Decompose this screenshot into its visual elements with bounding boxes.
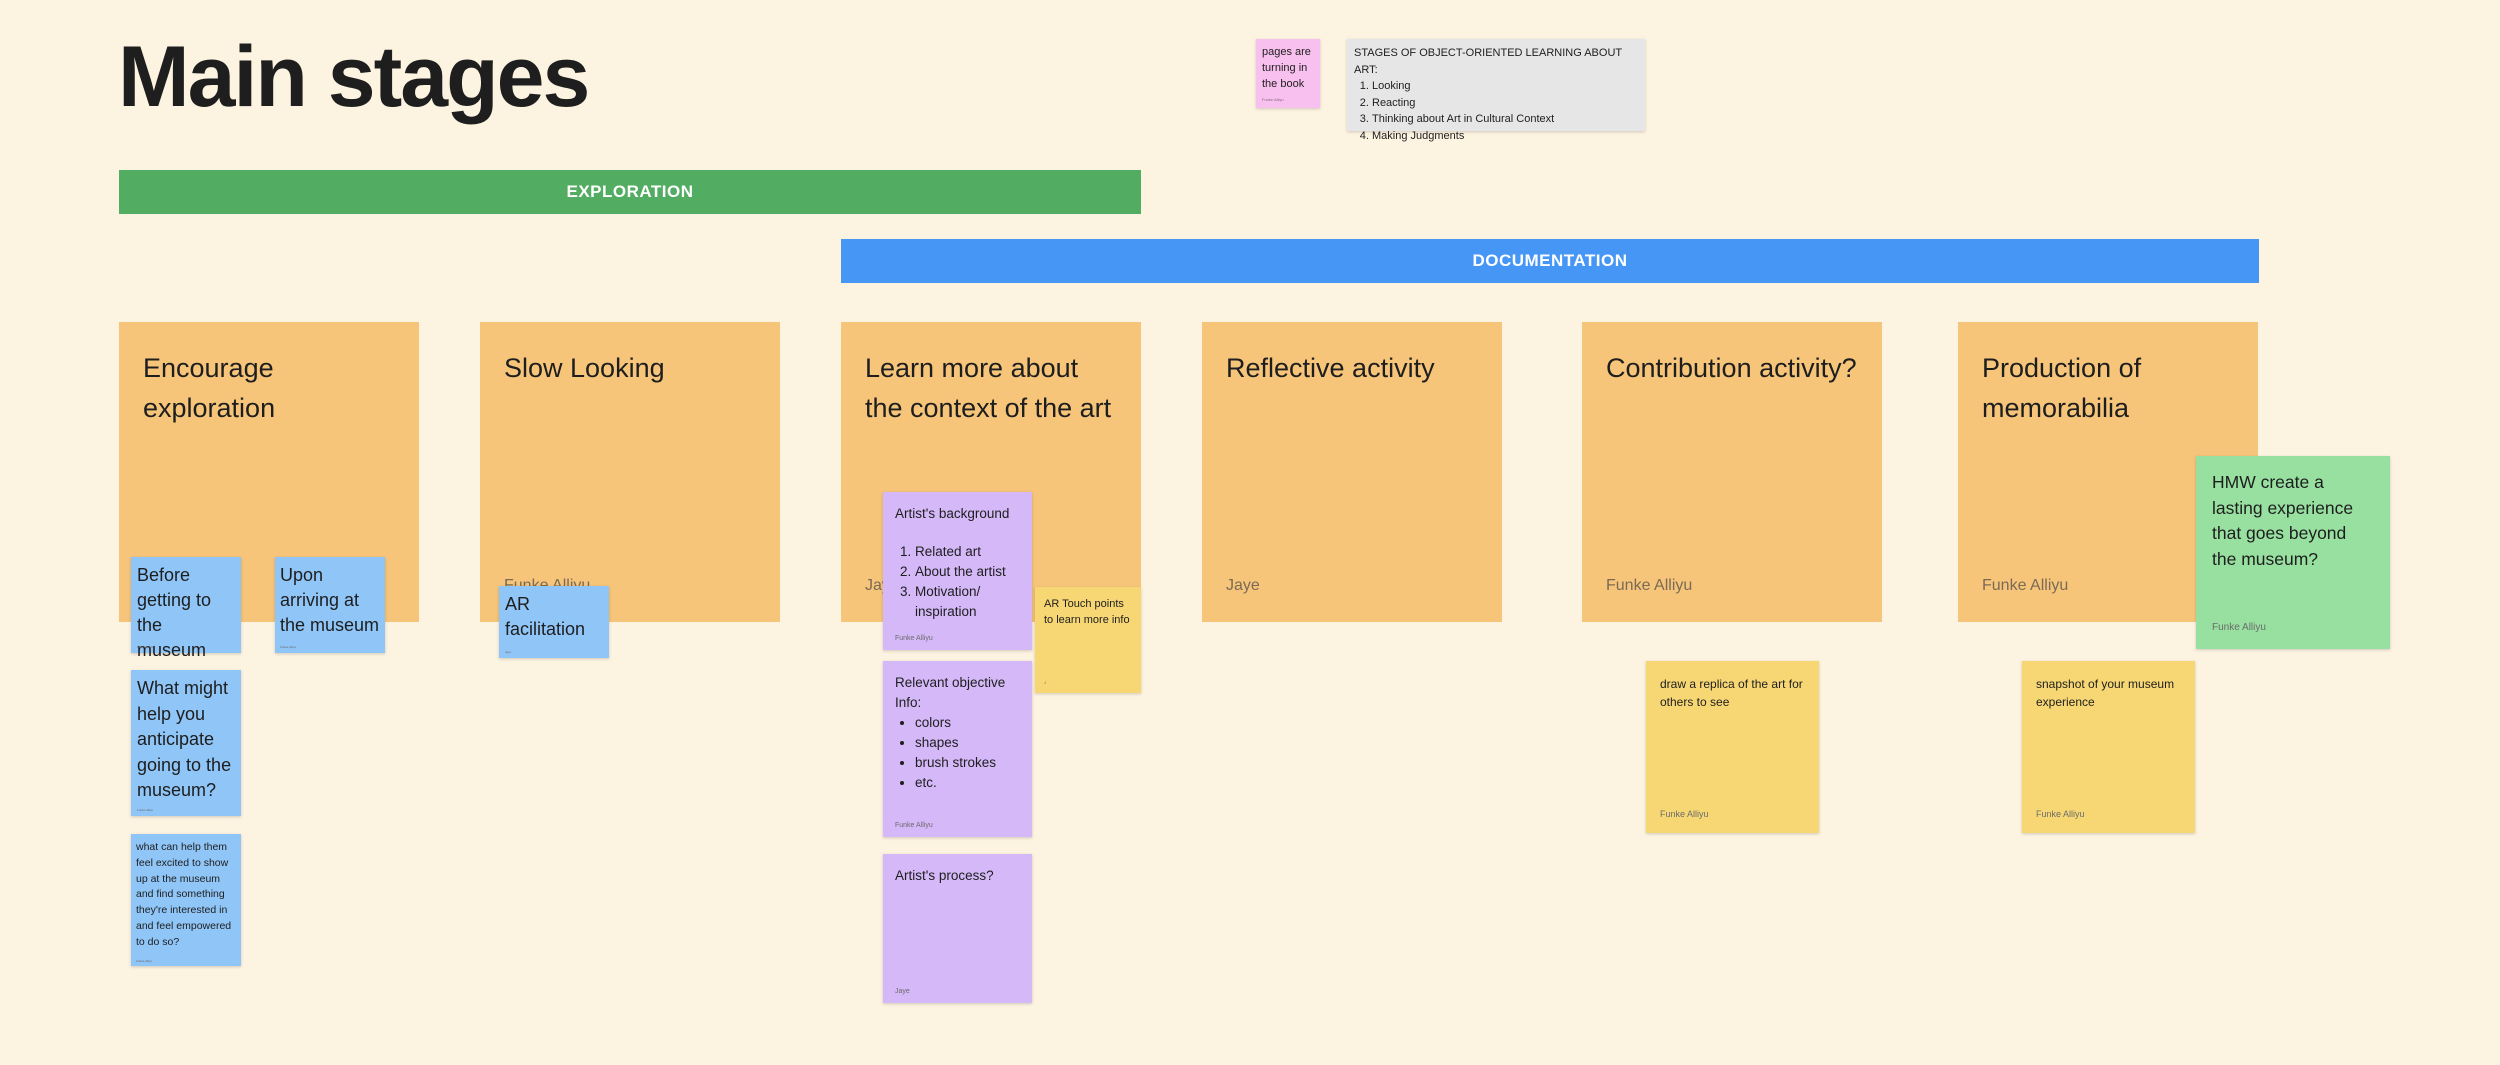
note-author: Funke Alliyu (280, 645, 297, 649)
stages-info-note[interactable]: STAGES OF OBJECT-ORIENTED LEARNING ABOUT… (1347, 39, 1645, 142)
note-text: Upon arriving at the museum (280, 565, 380, 635)
stage-title: Production of memorabilia (1982, 353, 2142, 423)
note-text: snapshot of your museum experience (2036, 677, 2175, 709)
sticky-note-relevant-info[interactable]: Relevant objective Info: colors shapes b… (883, 661, 1032, 837)
note-text: Before getting to the museum (137, 565, 212, 660)
note-list-item: Motivation/ inspiration (915, 582, 1020, 622)
note-list-item: colors (915, 713, 1020, 733)
note-author: Funke Alliyu (137, 645, 154, 649)
note-author: Jaye (505, 650, 512, 654)
documentation-bar[interactable]: DOCUMENTATION (841, 239, 2259, 283)
sticky-note-snapshot[interactable]: snapshot of your museum experience Funke… (2022, 661, 2195, 833)
stage-card-contribution-activity[interactable]: Contribution activity? Funke Alliyu (1582, 322, 1882, 622)
sticky-note-artists-process[interactable]: Artist's process? Jaye (883, 854, 1032, 1003)
stage-title: Learn more about the context of the art (865, 353, 1112, 423)
stage-author: Jaye (1226, 577, 1260, 594)
note-author: Funke Alliyu (2212, 622, 2266, 633)
note-author: Funke Alliyu (895, 822, 933, 829)
note-list-item: About the artist (915, 562, 1020, 582)
note-text: What might help you anticipate going to … (137, 678, 232, 800)
stage-title: Reflective activity (1226, 353, 1435, 383)
stage-author: Funke Alliyu (1606, 577, 1693, 594)
exploration-label: EXPLORATION (566, 182, 694, 201)
sticky-note-artists-background[interactable]: Artist's background Related art About th… (883, 492, 1032, 650)
note-text: draw a replica of the art for others to … (1660, 677, 1803, 709)
note-author: Funke Alliyu (895, 635, 933, 642)
note-text: HMW create a lasting experience that goe… (2212, 472, 2354, 569)
stage-card-slow-looking[interactable]: Slow Looking Funke Alliyu (480, 322, 780, 622)
note-text: what can help them feel excited to show … (136, 841, 232, 948)
stage-card-reflective-activity[interactable]: Reflective activity Jaye (1202, 322, 1502, 622)
note-list-item: Related art (915, 542, 1020, 562)
documentation-label: DOCUMENTATION (1472, 251, 1628, 270)
stage-title: Slow Looking (504, 353, 665, 383)
note-author: J (1044, 680, 1046, 685)
note-author: Funke Alliyu (1262, 97, 1284, 103)
stage-title: Contribution activity? (1606, 353, 1857, 383)
sticky-note-before-museum[interactable]: Before getting to the museum Funke Alliy… (131, 557, 241, 660)
note-heading: Relevant objective Info: (895, 675, 1006, 710)
note-list-item: etc. (915, 773, 1020, 793)
stages-info-item: Looking (1372, 78, 1638, 95)
note-list-item: shapes (915, 733, 1020, 753)
stages-info-item: Reacting (1372, 95, 1638, 112)
stages-info-heading: STAGES OF OBJECT-ORIENTED LEARNING ABOUT… (1354, 47, 1622, 76)
note-author: Funke Alliyu (2036, 809, 2085, 819)
stage-author: Funke Alliyu (1982, 577, 2069, 594)
sticky-note-excited[interactable]: what can help them feel excited to show … (131, 834, 241, 966)
note-author: Jaye (895, 988, 910, 995)
exploration-bar[interactable]: EXPLORATION (119, 170, 1141, 214)
note-heading: Artist's background (895, 506, 1010, 521)
sticky-note-replica[interactable]: draw a replica of the art for others to … (1646, 661, 1819, 833)
note-text: Artist's process? (895, 868, 994, 883)
stage-title: Encourage exploration (143, 353, 276, 423)
sticky-note-what-might-help[interactable]: What might help you anticipate going to … (131, 670, 241, 816)
note-list-item: brush strokes (915, 753, 1020, 773)
note-text: AR Touch points to learn more info (1044, 598, 1130, 626)
note-author: Funke Alliyu (137, 808, 154, 812)
sticky-note-ar-touch-points[interactable]: AR Touch points to learn more info J (1035, 587, 1141, 693)
sticky-note-pages-turning[interactable]: pages are turning in the book Funke Alli… (1256, 39, 1320, 108)
note-author: Funke Alliyu (1660, 809, 1709, 819)
sticky-note-ar-facilitation[interactable]: AR facilitation Jaye (499, 586, 609, 658)
stages-info-item: Thinking about Art in Cultural Context (1372, 111, 1638, 128)
sticky-note-hmw[interactable]: HMW create a lasting experience that goe… (2196, 456, 2390, 649)
note-text: pages are turning in the book (1262, 46, 1311, 90)
note-text: AR facilitation (505, 594, 586, 639)
page-title: Main stages (118, 29, 590, 125)
sticky-note-upon-arriving[interactable]: Upon arriving at the museum Funke Alliyu (275, 557, 385, 653)
note-author: Funke Alliyu (136, 959, 153, 963)
stages-info-item: Making Judgments (1372, 128, 1638, 145)
